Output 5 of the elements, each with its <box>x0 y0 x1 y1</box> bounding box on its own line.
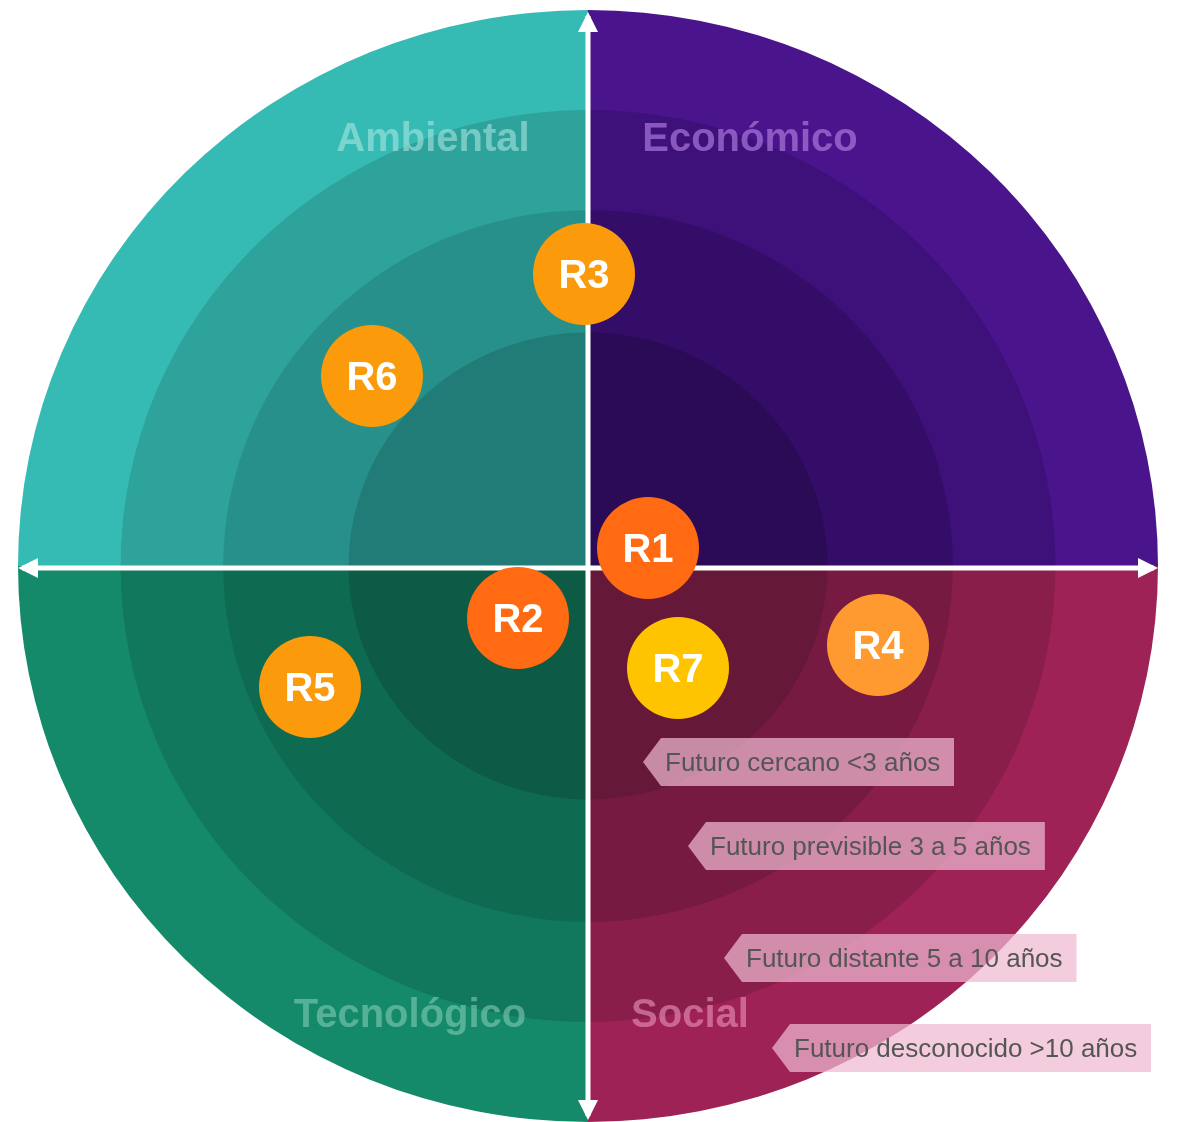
quadrant-label: Tecnológico <box>293 990 527 1037</box>
quadrant-label: Social <box>631 990 749 1037</box>
quadrant-label: Ambiental <box>336 114 530 161</box>
horizon-tag: Futuro desconocido >10 años <box>772 1024 1152 1072</box>
quadrant-label: Económico <box>642 114 858 161</box>
